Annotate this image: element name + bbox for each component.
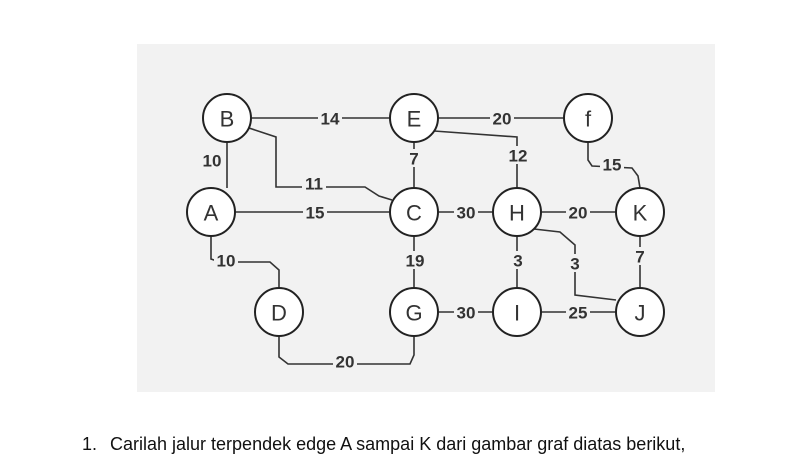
node-D: D [254,287,304,337]
edge-A-D [210,236,280,288]
node-circle-f [563,93,613,143]
edge-weight-bg-A-C [303,203,327,221]
edge-weight-E-f: 20 [493,110,512,129]
edge-E-H [433,130,518,188]
question-text: 1. Carilah jalur terpendek edge A sampai … [82,434,685,455]
edge-weight-H-J: 3 [570,255,579,274]
edge-weight-E-C: 7 [409,150,418,169]
edge-weight-bg-E-f [490,109,514,127]
question-number: 1. [82,434,98,454]
node-circle-J [615,287,665,337]
edge-weight-E-H: 12 [509,147,528,166]
edge-weight-B-A: 10 [203,152,222,171]
edge-weight-B-E: 14 [321,110,340,129]
edge-weight-C-H: 30 [457,204,476,223]
edge-weight-bg-C-G [403,251,427,269]
edge-weight-H-I: 3 [513,252,522,271]
edge-weight-A-C: 15 [306,204,325,223]
edge-weight-bg-C-H [454,203,478,221]
edge-weight-B-C: 11 [305,175,323,194]
edge-weight-A-D: 10 [217,252,236,271]
node-label-H: H [509,201,525,226]
edge-weight-bg-I-J [566,303,590,321]
node-I: I [492,287,542,337]
edge-weight-bg-K-J [633,247,647,265]
node-circle-A [186,187,236,237]
node-circle-H [492,187,542,237]
node-E: E [389,93,439,143]
question-body: Carilah jalur terpendek edge A sampai K … [110,434,686,454]
edge-weight-bg-G-I [454,303,478,321]
edge-weight-bg-E-H [506,146,530,164]
node-circle-D [254,287,304,337]
node-circle-I [492,287,542,337]
edge-weight-bg-D-G [333,352,357,370]
edge-weight-bg-B-C [302,174,326,192]
edge-weight-bg-f-K [600,155,624,173]
node-H: H [492,187,542,237]
edge-weights-layer: 14 20 10 7 12 15 11 15 30 20 10 19 3 3 7 30 25 20 [200,109,647,372]
node-K: K [615,187,665,237]
node-J: J [615,287,665,337]
node-circle-G [389,287,439,337]
edge-weight-H-K: 20 [569,204,588,223]
edge-weight-K-J: 7 [635,248,644,267]
node-label-E: E [407,107,422,132]
node-B: B [202,93,252,143]
node-A: A [186,187,236,237]
edge-weight-bg-H-J [568,254,582,272]
node-G: G [389,287,439,337]
edge-weight-G-I: 30 [457,304,476,323]
edge-weight-bg-B-A [200,151,224,169]
node-label-C: C [406,201,422,226]
node-label-G: G [405,301,422,326]
node-circle-B [202,93,252,143]
node-label-A: A [204,201,219,226]
node-circle-K [615,187,665,237]
node-label-I: I [514,301,520,326]
node-label-K: K [633,201,648,226]
node-label-B: B [220,107,235,132]
edge-weight-bg-H-K [566,203,590,221]
node-label-f: f [585,107,592,132]
edge-H-J [533,228,617,301]
node-circle-C [389,187,439,237]
node-f: f [563,93,613,143]
edge-weight-bg-E-C [407,149,421,167]
node-label-J: J [635,301,646,326]
node-C: C [389,187,439,237]
edge-weight-bg-H-I [511,251,525,269]
edge-weight-C-G: 19 [406,252,425,271]
edge-weight-bg-A-D [214,251,238,269]
edge-weight-bg-B-E [318,109,342,127]
node-circle-E [389,93,439,143]
edge-weight-D-G: 20 [336,353,355,372]
node-label-D: D [271,301,287,326]
edge-weight-f-K: 15 [603,156,622,175]
edge-weight-I-J: 25 [569,304,588,323]
